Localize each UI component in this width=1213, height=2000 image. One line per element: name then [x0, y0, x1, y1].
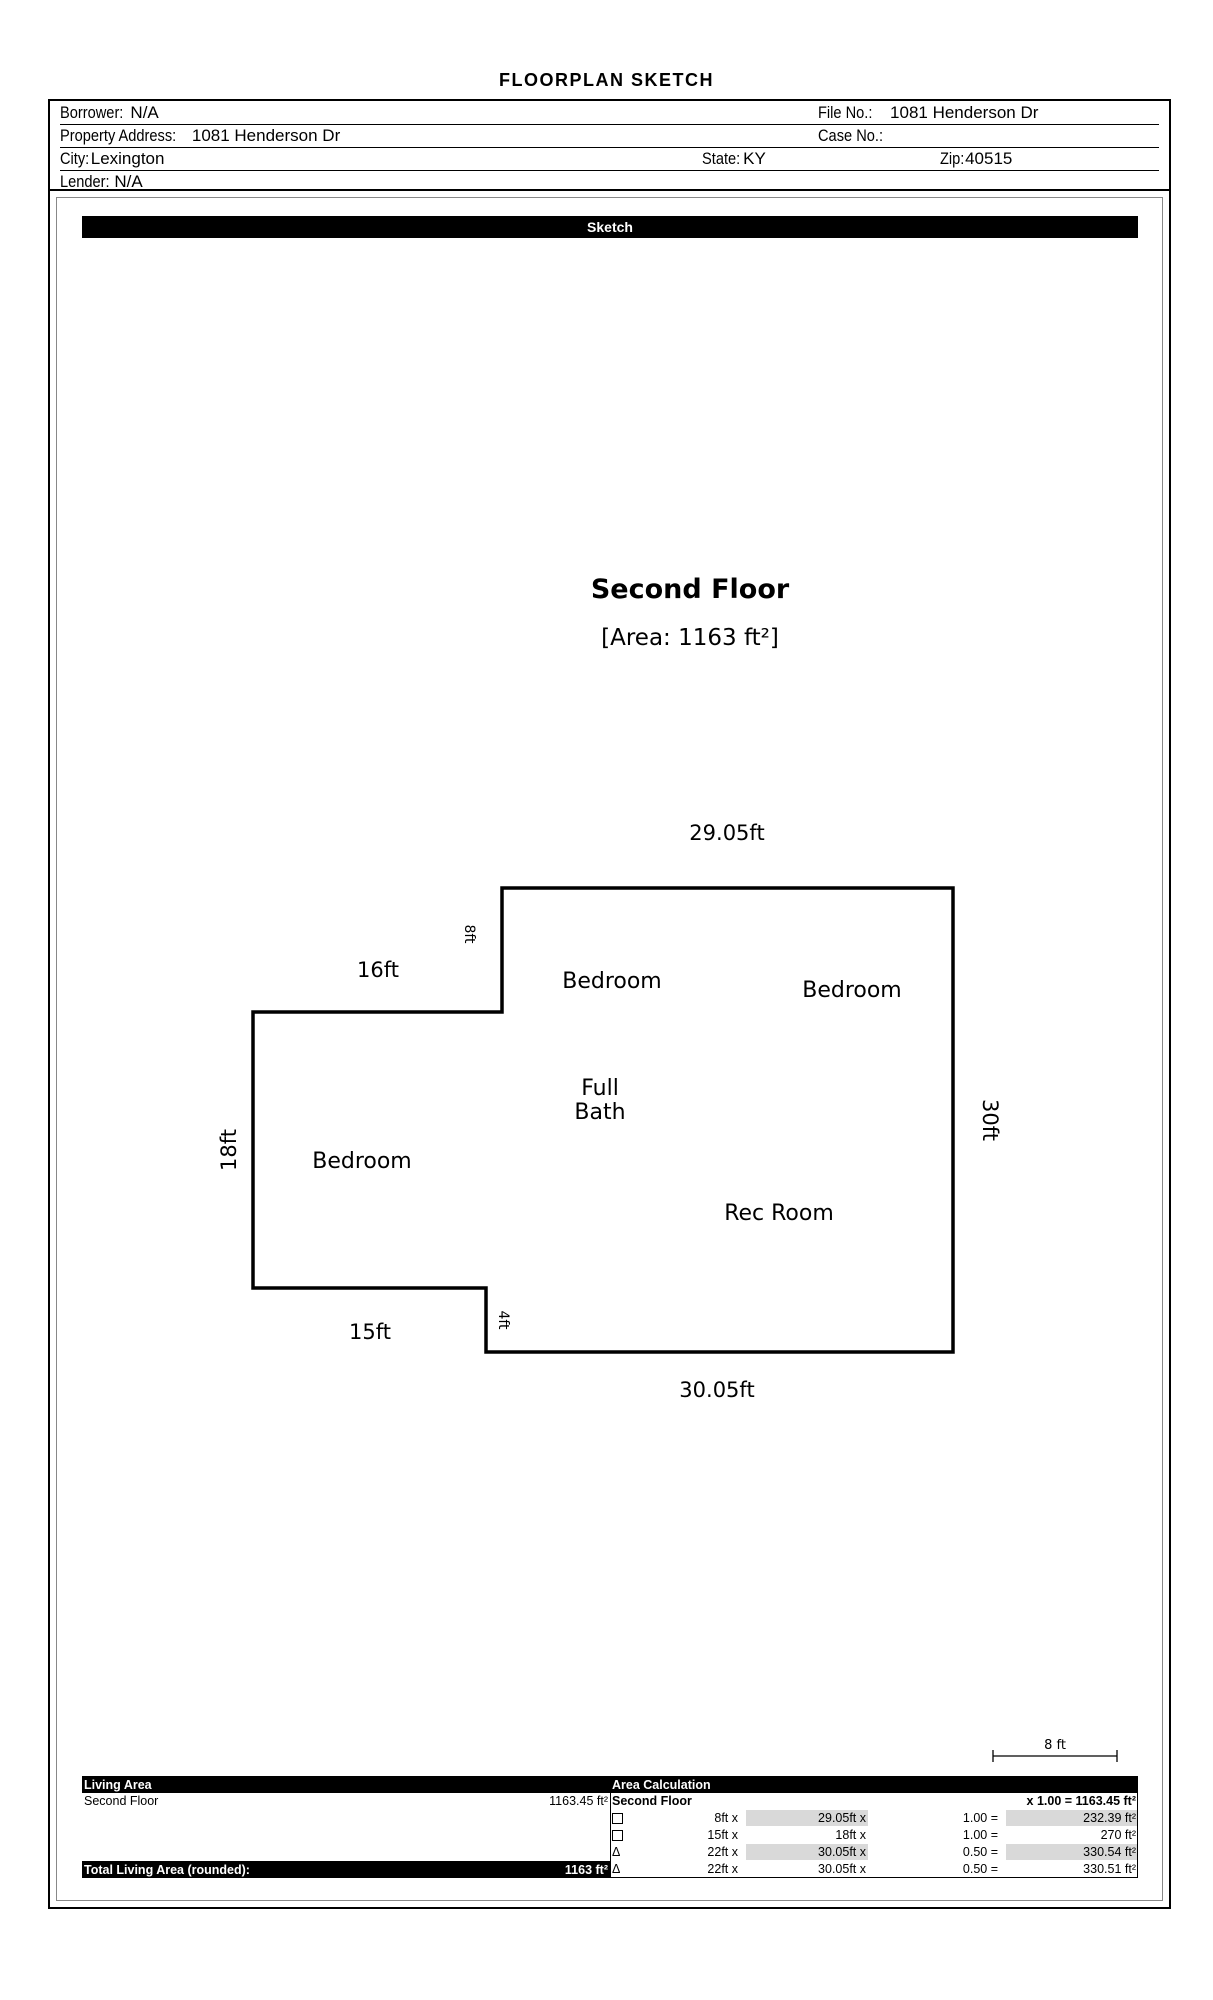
floor-outline	[251, 886, 955, 1354]
area-calculation-header: Area Calculation	[612, 1778, 711, 1792]
dimension-upper-left: 16ft	[357, 958, 399, 982]
triangle-icon: Δ	[612, 1862, 621, 1876]
header-row-borrower: Borrower: N/A File No.: 1081 Henderson D…	[60, 101, 1159, 125]
area-calc-floor-name: Second Floor	[612, 1794, 692, 1808]
dimension-left: 18ft	[217, 1129, 241, 1171]
living-area-item-name: Second Floor	[84, 1794, 159, 1808]
dimension-top: 29.05ft	[689, 821, 764, 845]
area-calc-floor-total: x 1.00 = 1163.45 ft²	[1026, 1794, 1136, 1808]
dimension-step-top: 8ft	[461, 924, 477, 944]
header-row-lender: Lender: N/A	[60, 170, 1159, 193]
room-label-bedroom: Bedroom	[802, 978, 902, 1003]
total-living-area-value: 1163 ft²	[564, 1863, 608, 1877]
floor-area: [Area: 1163 ft²]	[601, 625, 779, 651]
sketch-header-bar: Sketch	[82, 216, 1138, 238]
room-label-bath-line1: Full	[581, 1076, 619, 1101]
scale-bar: 8 ft	[992, 1738, 1118, 1762]
square-icon	[612, 1813, 623, 1825]
square-icon	[612, 1830, 623, 1842]
city-label: City:	[60, 149, 90, 168]
room-label-bedroom: Bedroom	[562, 969, 662, 994]
scale-label: 8 ft	[1044, 1738, 1066, 1753]
city-value: Lexington	[90, 149, 165, 168]
property-address-label: Property Address:	[60, 126, 177, 145]
total-living-area-label: Total Living Area (rounded):	[84, 1863, 250, 1877]
header-info-box: Borrower: N/A File No.: 1081 Henderson D…	[48, 99, 1171, 191]
room-label-bath-line2: Bath	[574, 1100, 625, 1125]
file-no-value: 1081 Henderson Dr	[890, 103, 1039, 122]
sketch-inner-border	[56, 197, 1163, 1901]
lender-value: N/A	[114, 172, 143, 191]
lender-label: Lender:	[60, 172, 110, 191]
borrower-label: Borrower:	[60, 103, 124, 122]
room-label-rec-room: Rec Room	[724, 1201, 834, 1226]
state-value: KY	[743, 149, 766, 168]
document-title: FLOORPLAN SKETCH	[499, 70, 714, 90]
living-area-header: Living Area	[84, 1778, 152, 1792]
dimension-right: 30ft	[978, 1099, 1002, 1141]
zip-label: Zip:	[940, 149, 965, 168]
property-address-value: 1081 Henderson Dr	[191, 126, 341, 145]
header-row-property: Property Address: 1081 Henderson Dr Case…	[60, 124, 1159, 148]
room-label-bedroom: Bedroom	[312, 1149, 412, 1174]
borrower-value: N/A	[130, 103, 159, 122]
dimension-lower-left: 15ft	[349, 1320, 391, 1344]
dimension-step-bottom: 4ft	[495, 1310, 511, 1330]
floor-name: Second Floor	[591, 574, 790, 605]
dimension-bottom: 30.05ft	[679, 1378, 754, 1402]
zip-value: 40515	[965, 149, 1013, 168]
file-no-label: File No.:	[818, 103, 873, 122]
triangle-icon: Δ	[612, 1845, 621, 1859]
case-no-label: Case No.:	[818, 126, 884, 145]
sketch-frame	[48, 189, 1171, 1909]
header-row-city: City: Lexington State: KY Zip: 40515	[60, 147, 1159, 171]
living-area-item-value: 1163.45 ft²	[549, 1794, 608, 1808]
state-label: State:	[702, 149, 741, 168]
